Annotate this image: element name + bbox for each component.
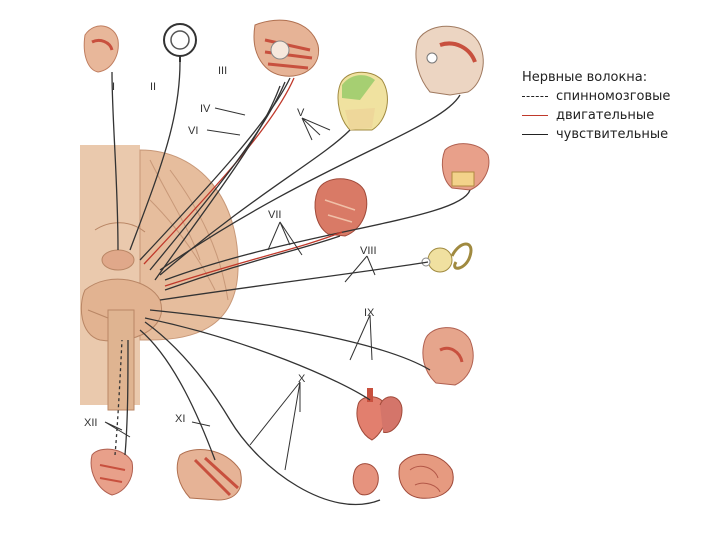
label-VIII: VIII [360, 245, 377, 257]
inner-ear-illustration [421, 242, 473, 273]
legend-item-sensory: чувствительные [522, 125, 670, 144]
nerve-IX-fiber [149, 309, 431, 371]
nerve-fibers [111, 61, 471, 506]
heart-lungs-illustration [356, 388, 403, 441]
label-X: X [298, 373, 306, 385]
nerve-VII-fiber [164, 235, 341, 291]
nerve-VII-motor [164, 231, 343, 287]
legend-item-spinal: спинномозговые [522, 87, 670, 106]
label-III: III [218, 65, 227, 77]
nerve-XII-fiber-2 [124, 339, 129, 456]
nerve-labels: I II III IV VI V VII VIII IX X XI XII [84, 65, 377, 429]
label-leaders [104, 107, 376, 471]
nerve-V-fiber-1 [159, 94, 461, 271]
nerve-V-fiber-2 [159, 129, 351, 276]
legend-label-sensory: чувствительные [556, 127, 669, 142]
legend-red-marker [522, 115, 548, 116]
nerve-VIII-fiber [159, 261, 429, 301]
nerve-V-fiber-3 [164, 189, 471, 281]
label-I: I [112, 81, 115, 93]
label-VII: VII [268, 209, 281, 221]
nerve-III-fiber [139, 77, 291, 261]
label-V: V [297, 107, 305, 119]
tongue-muscles-illustration [90, 448, 134, 496]
legend-item-motor: двигательные [522, 106, 670, 125]
brain-illustration [80, 145, 239, 411]
legend-label-motor: двигательные [556, 108, 655, 123]
nerve-XII-fiber [114, 339, 123, 456]
nerve-IV-fiber [149, 81, 286, 271]
label-VI: VI [188, 125, 198, 137]
nerve-I-fiber [111, 71, 119, 251]
legend: Нервные волокна: спинномозговые двигател… [522, 68, 670, 144]
face-sensory-zones-illustration [337, 71, 388, 131]
legend-title: Нервные волокна: [522, 70, 648, 85]
label-IV: IV [200, 103, 211, 115]
pharynx-illustration [422, 327, 474, 386]
nerve-X-fiber-2 [144, 321, 381, 506]
nerve-XI-fiber [139, 329, 216, 461]
nerve-VI-fiber [154, 85, 281, 281]
head-skull-illustration [415, 25, 484, 96]
label-XI: XI [175, 413, 185, 425]
label-II: II [150, 81, 156, 93]
legend-dashed-marker [522, 96, 548, 97]
legend-label-spinal: спинномозговые [556, 89, 671, 104]
legend-black-marker [522, 134, 548, 135]
tongue-illustration [441, 143, 490, 191]
orbit-muscles-illustration [253, 19, 320, 77]
nose-illustration [83, 25, 119, 73]
stomach-intestines-illustration [352, 453, 454, 499]
neck-muscles-illustration [176, 449, 242, 501]
eye-illustration [163, 23, 197, 62]
face-muscles-illustration [314, 178, 368, 237]
label-IX: IX [364, 307, 375, 319]
nerve-X-fiber-1 [144, 317, 371, 401]
nerve-II-fiber [129, 61, 181, 251]
label-XII: XII [84, 417, 97, 429]
